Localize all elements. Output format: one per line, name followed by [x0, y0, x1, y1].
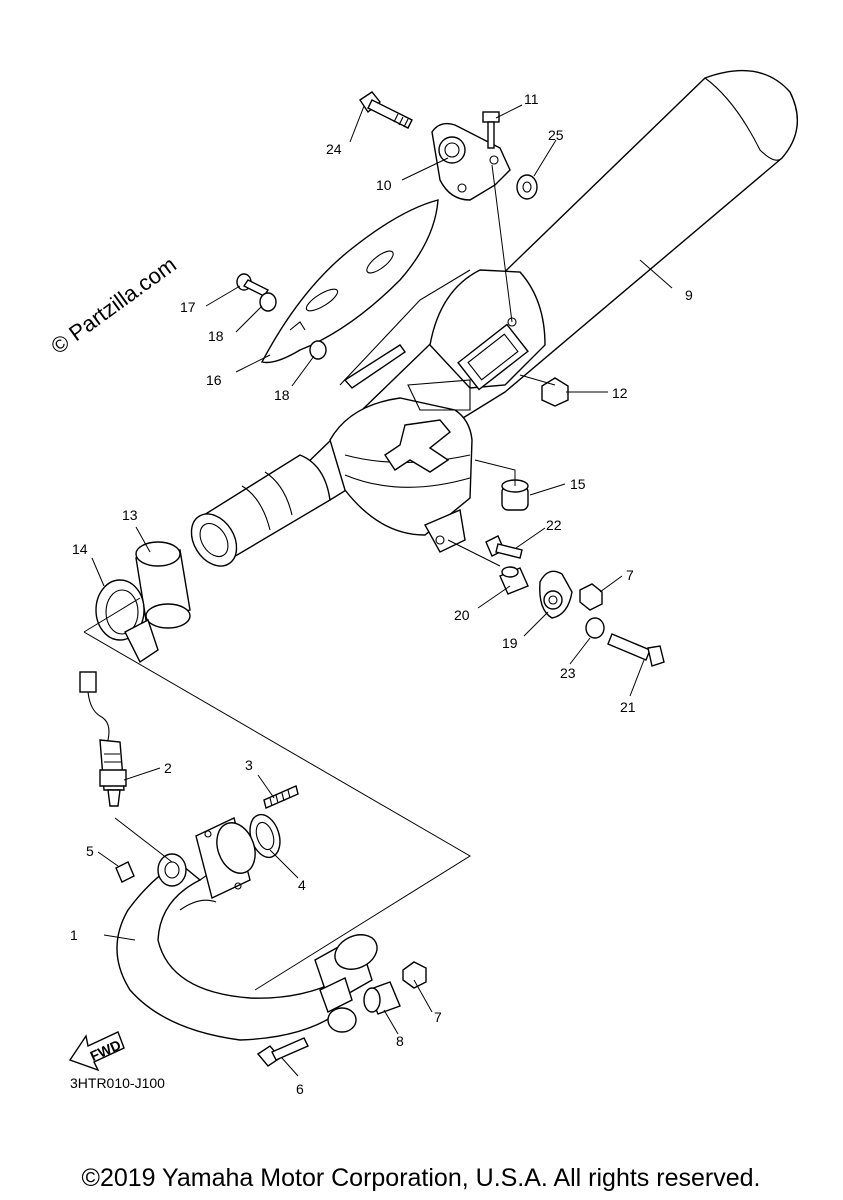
assembly-guide-lines [83, 164, 556, 991]
callout-13: 13 [122, 507, 138, 523]
gasket-part-13 [135, 541, 191, 629]
callout-11: 11 [524, 91, 539, 107]
washer-part-25 [516, 174, 538, 200]
callout-1: 1 [70, 927, 78, 943]
callout-5: 5 [86, 843, 94, 859]
callout-23: 23 [560, 665, 576, 681]
heat-shield-part-16 [260, 199, 439, 364]
callout-20: 20 [454, 607, 470, 623]
callout-18-a: 18 [208, 328, 224, 344]
callout-2: 2 [164, 760, 172, 776]
partzilla-watermark: © Partzilla.com [46, 252, 181, 359]
callout-6: 6 [296, 1081, 304, 1097]
callout-19: 19 [502, 635, 518, 651]
nut-part-7-lower [402, 961, 427, 989]
callout-25: 25 [548, 127, 564, 143]
damper-part-8 [363, 981, 401, 1015]
diagram-code: 3HTR010-J100 [70, 1075, 165, 1091]
callout-15: 15 [570, 476, 586, 492]
oxygen-sensor-part-2 [79, 671, 127, 807]
bolt-part-17 [236, 273, 270, 297]
callout-12: 12 [612, 385, 628, 401]
bracket-part-10 [431, 122, 511, 201]
bolt-part-6 [256, 1037, 309, 1067]
washer-part-23 [585, 617, 605, 639]
forward-label: FWD [88, 1037, 124, 1065]
bolt-part-21 [607, 633, 665, 667]
callout-18-b: 18 [274, 387, 290, 403]
bracket-part-19 [539, 570, 573, 619]
callout-4: 4 [298, 877, 306, 893]
gasket-part-4 [249, 813, 281, 859]
copyright-notice: ©2019 Yamaha Motor Corporation, U.S.A. A… [82, 1164, 761, 1192]
washer-part-18-b [309, 340, 327, 360]
callout-3: 3 [245, 757, 253, 773]
callout-leader-lines [91, 104, 673, 1077]
callout-21: 21 [620, 699, 636, 715]
callout-24: 24 [326, 141, 342, 157]
callout-numbers: 1 2 3 4 5 6 7 7 8 9 10 11 12 13 14 15 16… [70, 91, 693, 1097]
exhaust-pipe-part-1 [116, 817, 378, 1041]
callout-7-upper: 7 [626, 567, 634, 583]
plug-part-5 [115, 861, 135, 883]
stud-part-3 [263, 785, 299, 809]
bolt-part-22 [485, 535, 523, 559]
muffler-part-9 [190, 69, 799, 567]
washer-part-18-a [259, 292, 277, 312]
callout-14: 14 [72, 541, 88, 557]
callout-22: 22 [546, 517, 562, 533]
bolt-part-24 [359, 91, 413, 129]
nut-part-7-upper [579, 583, 603, 611]
callout-8: 8 [396, 1033, 404, 1049]
nut-part-12 [541, 377, 569, 407]
callout-17: 17 [180, 299, 196, 315]
forward-arrow-icon: FWD [68, 1031, 125, 1072]
callout-9: 9 [685, 287, 693, 303]
callout-10: 10 [376, 177, 392, 193]
callout-7-lower: 7 [434, 1009, 442, 1025]
callout-16: 16 [206, 372, 222, 388]
